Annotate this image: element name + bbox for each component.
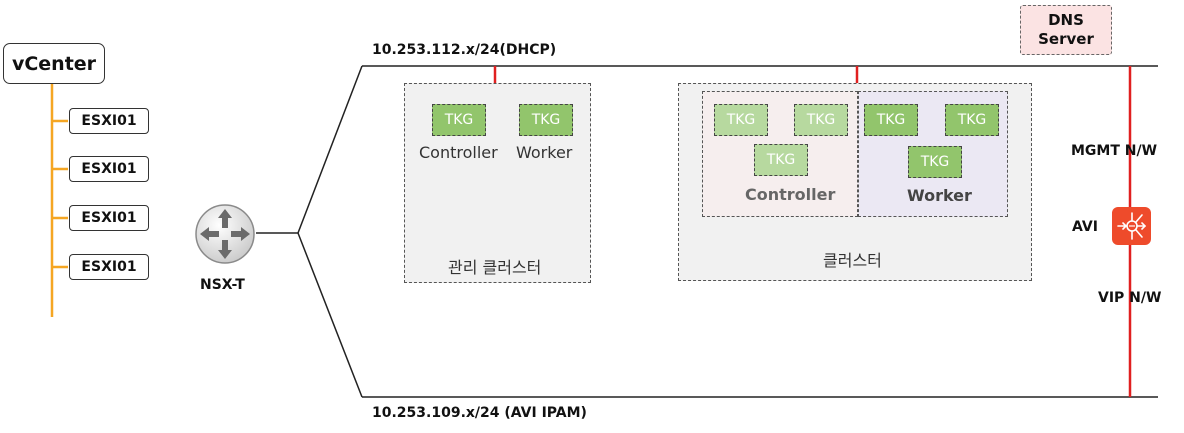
esxi-host-label: ESXI01 (81, 259, 137, 275)
tkg-label: TKG (444, 112, 474, 128)
tkg-label: TKG (806, 112, 836, 128)
workload-cluster-caption: 클러스터 (823, 251, 882, 270)
workload-controller-label: Controller (745, 185, 836, 204)
tkg-controller-node: TKG (714, 104, 768, 136)
nsxt-uplink-top (297, 65, 363, 234)
tkg-label: TKG (957, 112, 987, 128)
tkg-label: TKG (726, 112, 756, 128)
vcenter-label: vCenter (11, 52, 97, 75)
dns-label-line1: DNS (1048, 11, 1084, 29)
esxi-host-label: ESXI01 (81, 210, 137, 226)
tkg-worker-node: TKG (519, 104, 573, 136)
tkg-label: TKG (766, 152, 796, 168)
avi-lb-glyph (1116, 212, 1146, 240)
tkg-worker-node: TKG (908, 146, 962, 178)
nsxt-uplink-bottom (297, 232, 363, 398)
mgmt-worker-label: Worker (516, 143, 573, 162)
router-icon (195, 204, 255, 264)
esxi-host-label: ESXI01 (81, 161, 137, 177)
dns-server-box: DNS Server (1020, 5, 1112, 55)
tkg-label: TKG (876, 112, 906, 128)
tkg-controller-node: TKG (754, 144, 808, 176)
esxi-host-box: ESXI01 (69, 205, 149, 231)
bottom-network-label: 10.253.109.x/24 (AVI IPAM) (372, 405, 587, 421)
esxi-host-box: ESXI01 (69, 156, 149, 182)
tkg-worker-node: TKG (945, 104, 999, 136)
dns-label-line2: Server (1038, 30, 1094, 48)
tkg-worker-node: TKG (864, 104, 918, 136)
top-network-label: 10.253.112.x/24(DHCP) (372, 42, 557, 58)
avi-label: AVI (1072, 219, 1098, 235)
avi-load-balancer-icon (1112, 207, 1151, 245)
esxi-host-box: ESXI01 (69, 254, 149, 280)
tkg-label: TKG (920, 154, 950, 170)
nsxt-label: NSX-T (200, 277, 245, 293)
vcenter-box: vCenter (3, 43, 105, 84)
mgmt-controller-label: Controller (419, 143, 498, 162)
tkg-label: TKG (531, 112, 561, 128)
mgmt-cluster-caption: 관리 클러스터 (448, 258, 542, 277)
workload-worker-label: Worker (907, 186, 972, 205)
vip-nw-label: VIP N/W (1098, 290, 1162, 306)
esxi-host-label: ESXI01 (81, 113, 137, 129)
tkg-controller-node: TKG (432, 104, 486, 136)
tkg-controller-node: TKG (794, 104, 848, 136)
esxi-host-box: ESXI01 (69, 108, 149, 134)
mgmt-nw-label: MGMT N/W (1071, 143, 1158, 159)
